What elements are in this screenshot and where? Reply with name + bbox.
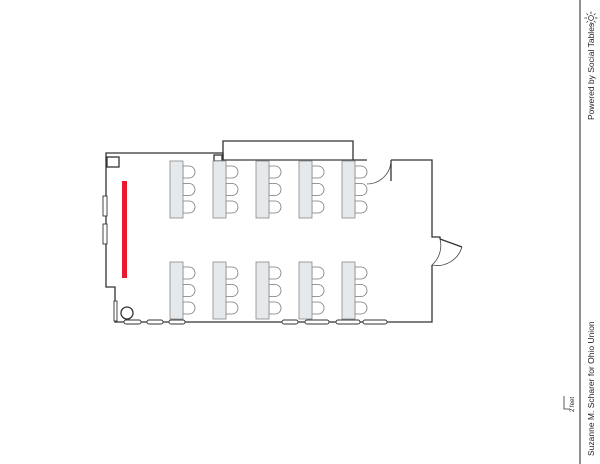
- chair[interactable]: [311, 266, 325, 280]
- table[interactable]: [341, 261, 356, 320]
- chair[interactable]: [311, 200, 325, 214]
- chair[interactable]: [311, 284, 325, 297]
- chair[interactable]: [182, 200, 196, 214]
- powered-by-label[interactable]: Powered by Social Tables: [586, 22, 596, 120]
- chair[interactable]: [268, 165, 282, 179]
- table-group[interactable]: [212, 261, 239, 320]
- chair[interactable]: [182, 183, 196, 196]
- chair[interactable]: [311, 301, 325, 315]
- chair[interactable]: [225, 183, 239, 196]
- credit-label: Suzanne M. Scharer for Ohio Union: [586, 321, 596, 456]
- door-top: [366, 159, 392, 185]
- chair[interactable]: [268, 183, 282, 196]
- table-group[interactable]: [169, 160, 196, 219]
- scale-bar: [563, 396, 570, 410]
- table-group[interactable]: [298, 261, 325, 320]
- sun-icon: [584, 11, 598, 25]
- chair[interactable]: [225, 266, 239, 280]
- table-group[interactable]: [169, 261, 196, 320]
- chair[interactable]: [311, 165, 325, 179]
- table-group[interactable]: [212, 160, 239, 219]
- chair[interactable]: [354, 284, 368, 297]
- table[interactable]: [169, 261, 184, 320]
- chair[interactable]: [182, 266, 196, 280]
- column-square-small: [213, 154, 223, 162]
- door-right: [431, 238, 463, 266]
- table[interactable]: [255, 160, 270, 219]
- chair[interactable]: [268, 266, 282, 280]
- chair[interactable]: [354, 165, 368, 179]
- chair[interactable]: [182, 284, 196, 297]
- windows: [102, 195, 388, 325]
- chair[interactable]: [225, 301, 239, 315]
- table-group[interactable]: [298, 160, 325, 219]
- table-group[interactable]: [341, 160, 368, 219]
- chair[interactable]: [182, 301, 196, 315]
- table-group[interactable]: [255, 160, 282, 219]
- scale-label: 2 feet: [570, 396, 576, 412]
- chair[interactable]: [311, 183, 325, 196]
- tables: [169, 160, 368, 320]
- table[interactable]: [255, 261, 270, 320]
- chair[interactable]: [225, 200, 239, 214]
- chair[interactable]: [225, 165, 239, 179]
- chair[interactable]: [268, 301, 282, 315]
- stage-bar[interactable]: [122, 181, 127, 278]
- chair[interactable]: [225, 284, 239, 297]
- chair[interactable]: [354, 200, 368, 214]
- chair[interactable]: [354, 183, 368, 196]
- round-fixture: [120, 306, 134, 320]
- column-square: [106, 156, 120, 168]
- table-group[interactable]: [341, 261, 368, 320]
- table-group[interactable]: [255, 261, 282, 320]
- chair[interactable]: [354, 301, 368, 315]
- table[interactable]: [298, 261, 313, 320]
- chair[interactable]: [268, 284, 282, 297]
- chair[interactable]: [354, 266, 368, 280]
- table[interactable]: [169, 160, 184, 219]
- table[interactable]: [212, 160, 227, 219]
- chair[interactable]: [182, 165, 196, 179]
- table[interactable]: [212, 261, 227, 320]
- table[interactable]: [341, 160, 356, 219]
- chair[interactable]: [268, 200, 282, 214]
- table[interactable]: [298, 160, 313, 219]
